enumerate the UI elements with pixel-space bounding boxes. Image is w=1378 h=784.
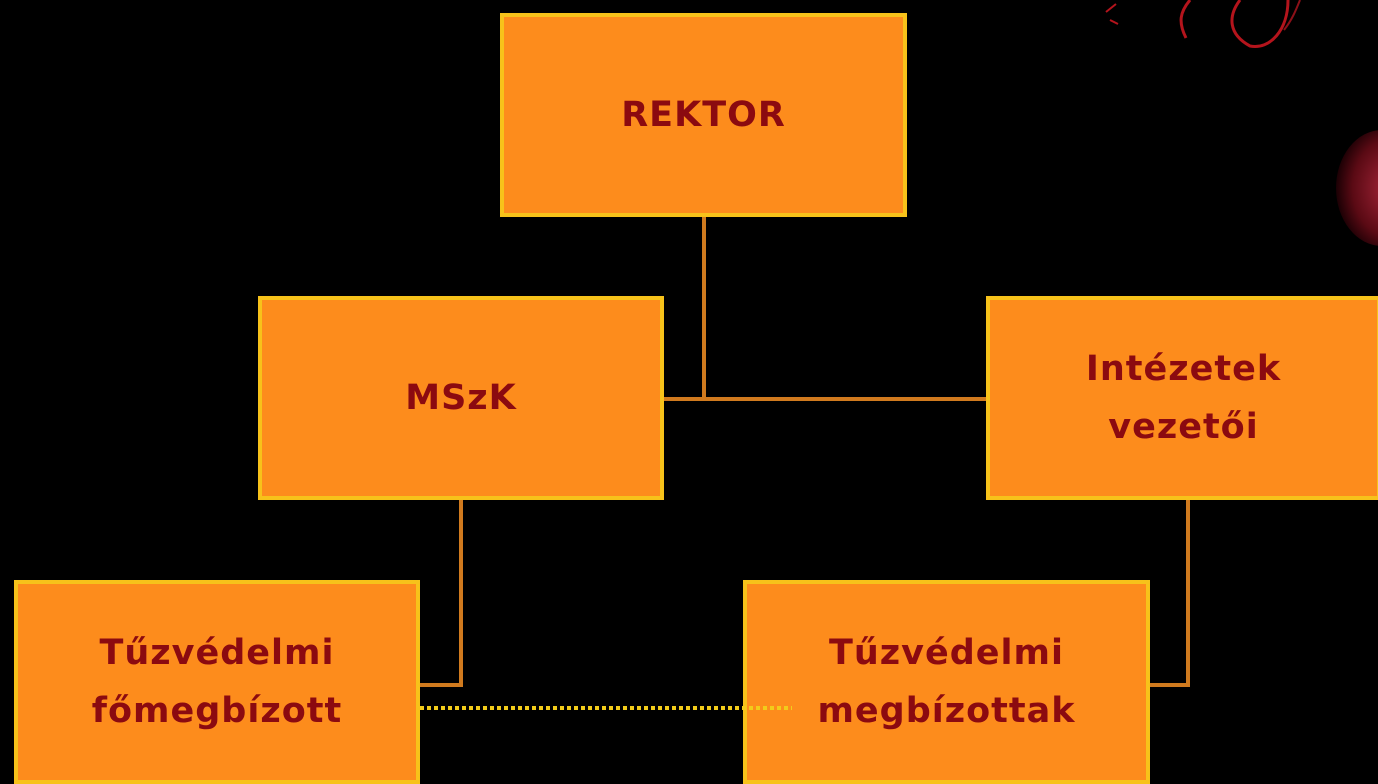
connector-mszk-fomegbizott — [418, 499, 463, 687]
node-rektor-label: REKTOR — [621, 95, 786, 135]
decorative-swirl-stroke-3 — [1283, 0, 1301, 31]
node-tuzvedelmi-fomegbizott: Tűzvédelmi főmegbízott — [14, 580, 420, 784]
node-rektor: REKTOR — [500, 13, 907, 217]
node-mszk: MSzK — [258, 296, 664, 500]
decorative-swirl-stroke-1 — [1179, 0, 1192, 39]
node-intezetek-label-line1: Intézetek — [1085, 349, 1282, 389]
node-intezetek-vezetoi: Intézetek vezetői — [986, 296, 1378, 500]
decorative-orb — [1336, 130, 1378, 246]
node-intezetek-label-line2: vezetői — [1108, 407, 1259, 447]
decorative-swirl-stroke-2 — [1230, 0, 1290, 48]
node-megbizottak-label-line1: Tűzvédelmi — [829, 633, 1064, 673]
node-tuzvedelmi-megbizottak: Tűzvédelmi megbízottak — [743, 580, 1150, 784]
node-mszk-label: MSzK — [405, 378, 517, 418]
connector-intezetek-megbizottak — [1148, 499, 1190, 687]
node-fomegbizott-label-line1: Tűzvédelmi — [99, 633, 335, 673]
node-fomegbizott-label-line2: főmegbízott — [91, 691, 343, 731]
decorative-swirl-left — [1105, 3, 1119, 25]
node-megbizottak-label-line2: megbízottak — [817, 691, 1076, 731]
